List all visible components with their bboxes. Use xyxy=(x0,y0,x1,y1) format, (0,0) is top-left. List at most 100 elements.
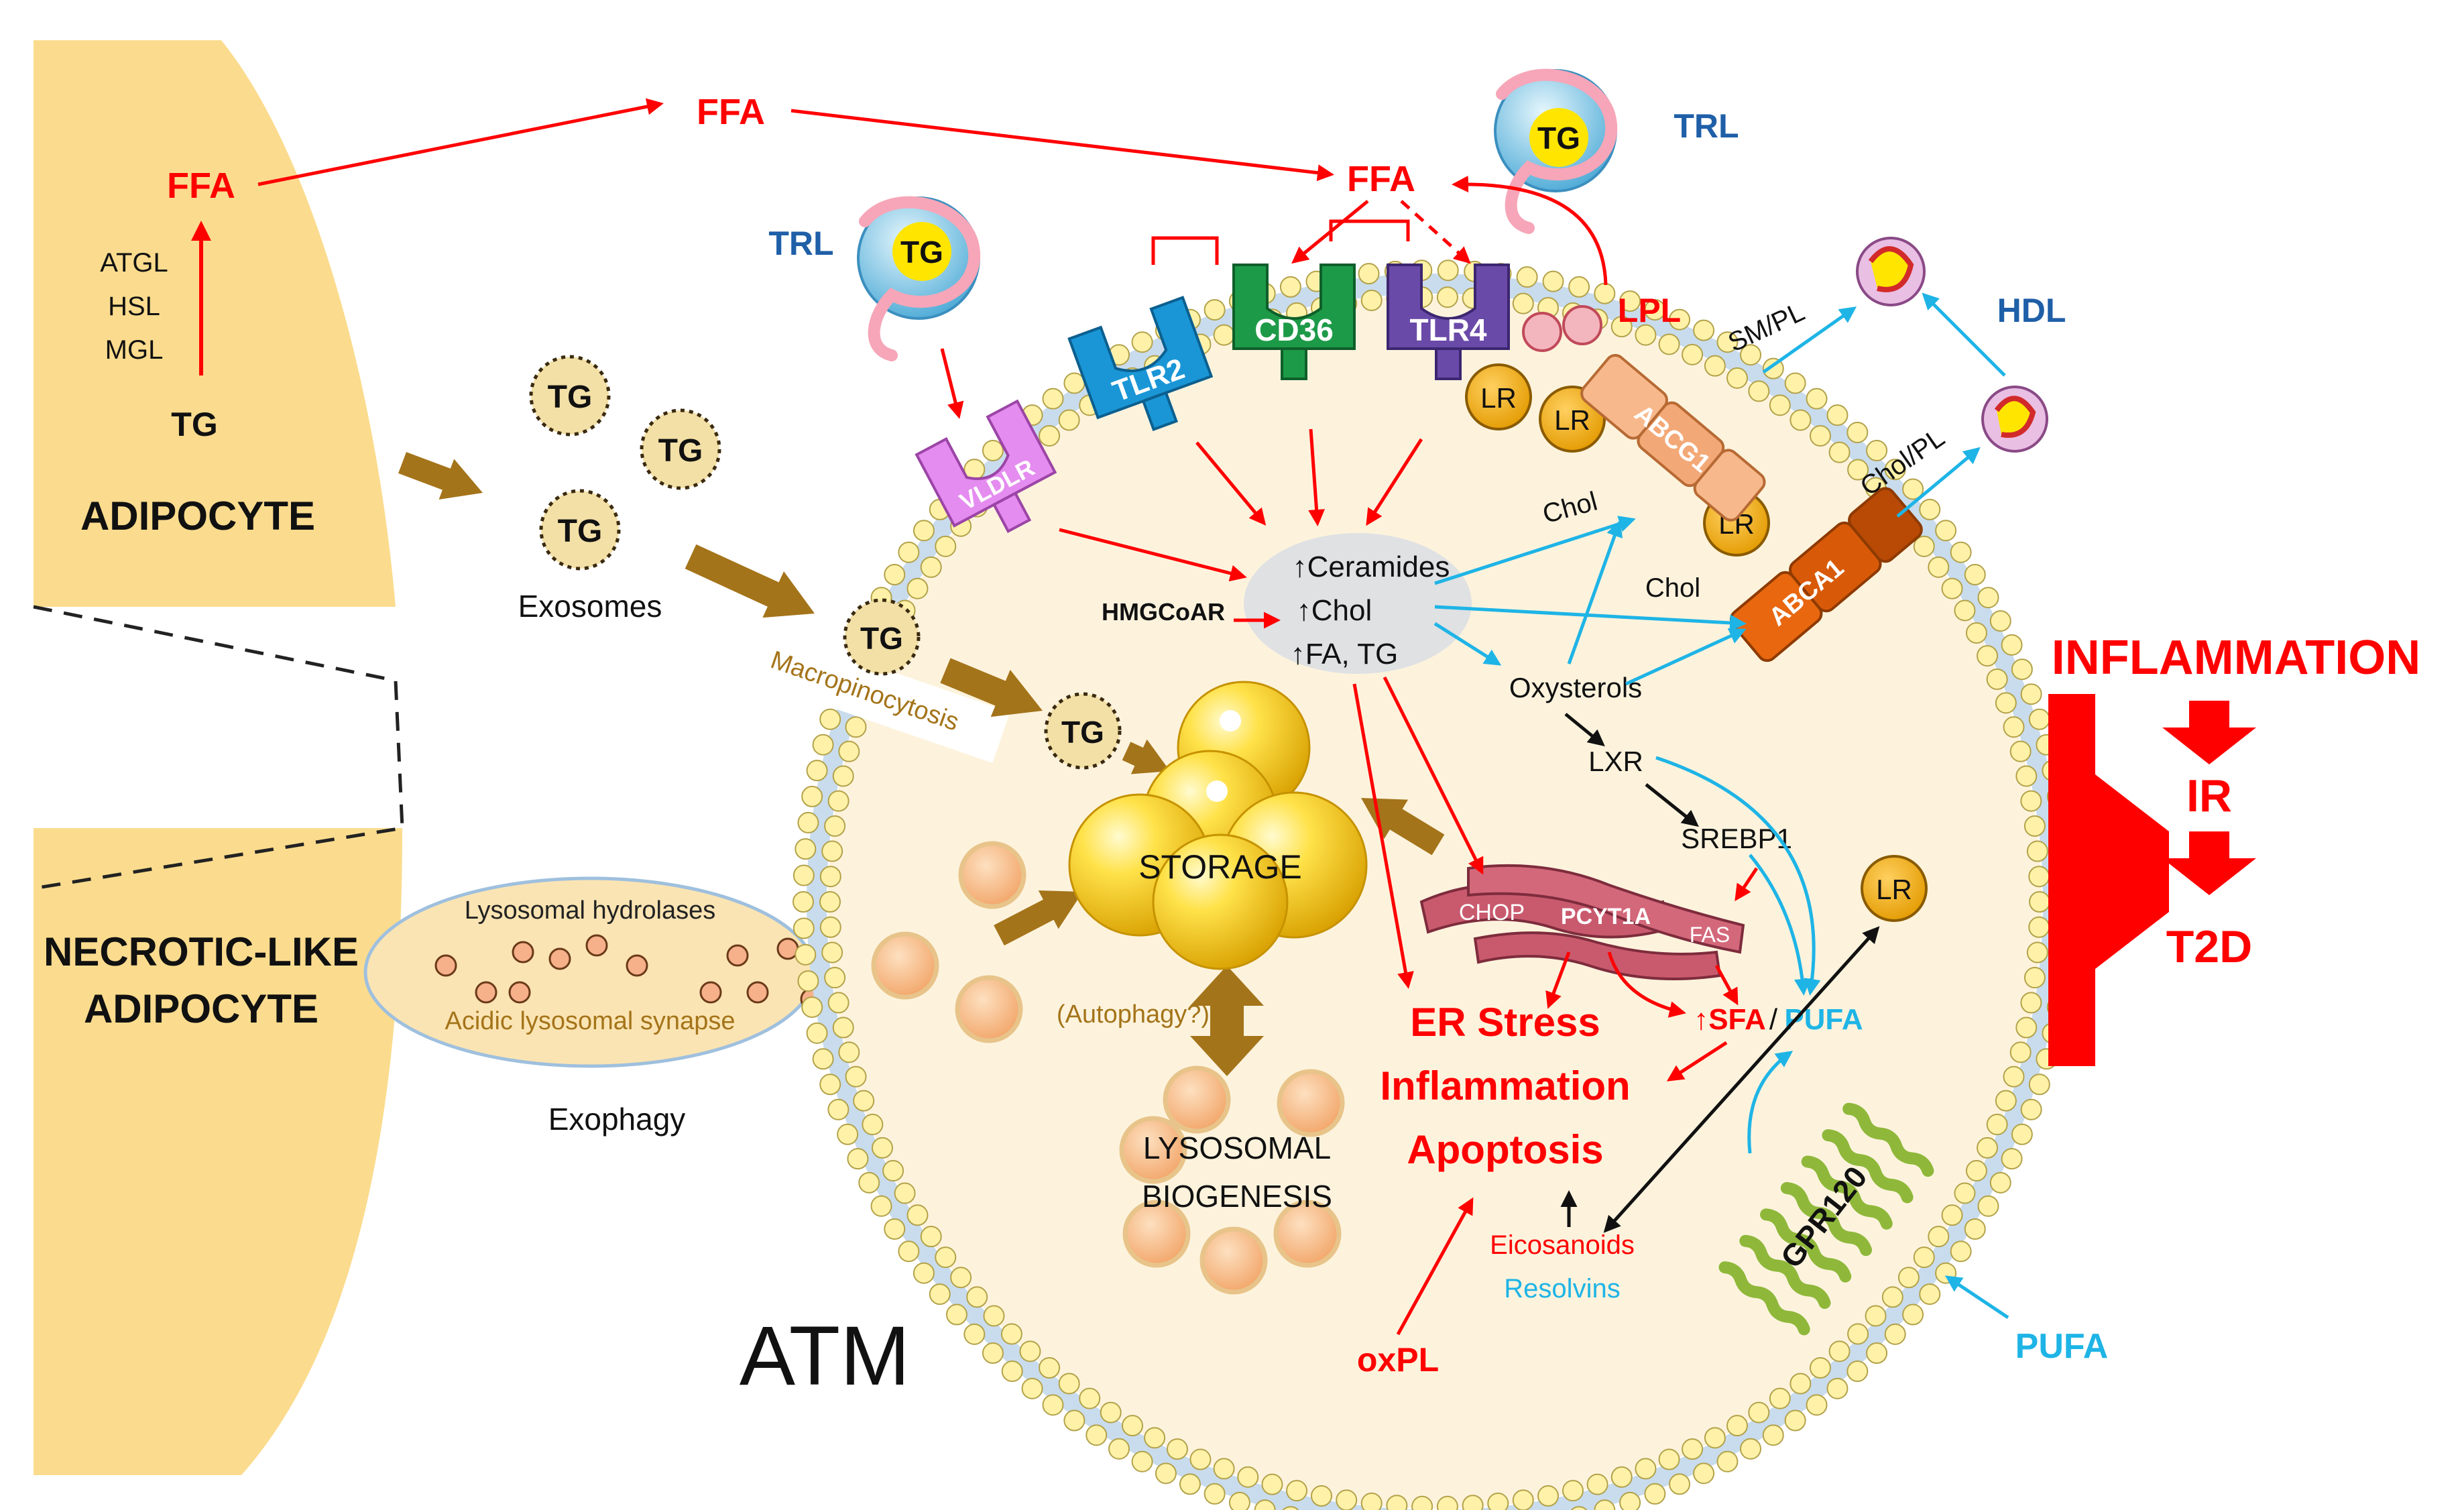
membrane-bead xyxy=(1204,1483,1226,1505)
membrane-bead xyxy=(1784,372,1806,394)
pufa-outside-label: PUFA xyxy=(2015,1327,2109,1366)
membrane-bead xyxy=(913,520,935,542)
trl-left-label: TRL xyxy=(768,225,833,262)
hydrolase-dot xyxy=(508,981,531,1004)
membrane-bead xyxy=(819,708,841,730)
membrane-bead xyxy=(1131,331,1153,353)
trl-right-label: TRL xyxy=(1674,107,1739,145)
membrane-bead xyxy=(963,1323,986,1345)
membrane-bead xyxy=(884,1218,906,1240)
receptor-tlr4: TLR4 xyxy=(1387,264,1510,380)
membrane-bead xyxy=(2001,1148,2023,1170)
eicosanoids-label: Eicosanoids xyxy=(1490,1230,1635,1260)
tg-vesicle-cytoplasm: TG xyxy=(1044,692,1122,770)
membrane-bead xyxy=(1610,316,1633,338)
membrane-bead xyxy=(1213,1458,1235,1480)
membrane-bead xyxy=(1042,388,1064,410)
black-arrows xyxy=(1560,713,1880,1233)
membrane-bead xyxy=(1806,1394,1828,1416)
membrane-bead xyxy=(793,864,815,886)
membrane-bead xyxy=(806,1022,828,1044)
membrane-bead xyxy=(1913,535,1935,557)
lxr-label: LXR xyxy=(1588,746,1643,777)
membrane-bead xyxy=(1989,1171,2011,1194)
membrane-bead xyxy=(2020,1098,2042,1120)
membrane-bead xyxy=(898,1240,920,1263)
exosome-1: TG xyxy=(529,355,611,437)
membrane-bead xyxy=(1977,1195,1999,1217)
membrane-bead xyxy=(2020,992,2042,1014)
membrane-bead xyxy=(1228,1491,1250,1510)
membrane-bead xyxy=(812,1048,834,1070)
membrane-bead xyxy=(2011,658,2033,681)
membrane-bead xyxy=(821,840,843,862)
tg-vesicle-membrane: TG xyxy=(843,598,921,676)
membrane-bead xyxy=(1189,1448,1212,1470)
outcome-t2d: T2D xyxy=(2166,921,2252,972)
autophagy-label: (Autophagy?) xyxy=(1057,1000,1210,1029)
membrane-bead xyxy=(801,785,823,807)
membrane-bead xyxy=(1562,1480,1584,1502)
membrane-bead xyxy=(1568,276,1590,298)
necrotic-adipocyte-body xyxy=(34,828,402,1475)
membrane-bead xyxy=(1941,577,1963,599)
dashed-cell-border xyxy=(33,605,404,890)
membrane-bead xyxy=(1866,439,1888,461)
membrane-bead xyxy=(1884,1323,1906,1345)
oxysterols-label: Oxysterols xyxy=(1509,672,1642,703)
membrane-bead xyxy=(1437,259,1459,282)
membrane-bead xyxy=(1179,1473,1201,1495)
membrane-bead xyxy=(832,765,854,787)
membrane-bead xyxy=(2023,815,2046,837)
cd36-tlr4-bracket xyxy=(1329,219,1410,241)
lysosomal-biogenesis-line2: BIOGENESIS xyxy=(1142,1179,1332,1214)
membrane-bead xyxy=(1941,1204,1963,1226)
membrane-bead xyxy=(1570,1506,1588,1510)
membrane-bead xyxy=(2020,683,2042,705)
membrane-bead xyxy=(1740,344,1761,366)
membrane-bead xyxy=(845,1065,867,1088)
brown-arrow xyxy=(1122,739,1170,774)
membrane-bead xyxy=(801,996,823,1019)
membrane-bead xyxy=(1740,1438,1761,1460)
adipocyte-ffa: FFA xyxy=(167,166,235,206)
lipid-raft-1: LR xyxy=(1465,363,1532,430)
membrane-bead xyxy=(1537,1485,1560,1507)
exophagy-label: Exophagy xyxy=(548,1102,686,1137)
membrane-bead xyxy=(1919,498,1941,520)
membrane-bead xyxy=(1704,355,1726,377)
membrane-bead xyxy=(1682,343,1704,365)
membrane-bead xyxy=(1828,441,1851,463)
membrane-bead xyxy=(1964,1218,1986,1240)
membrane-bead xyxy=(1516,266,1538,288)
lipid-raft-2-label: LR xyxy=(1554,404,1590,436)
membrane-bead xyxy=(1594,1499,1616,1510)
outcome-inflammation: INFLAMMATION xyxy=(2052,631,2421,685)
exosome-1-tg: TG xyxy=(548,380,593,415)
membrane-bead xyxy=(898,541,920,563)
membrane-bead xyxy=(795,943,817,966)
membrane-bead xyxy=(1846,1360,1869,1383)
membrane-bead xyxy=(2003,1065,2025,1088)
membrane-bead xyxy=(1881,1286,1903,1308)
membrane-bead xyxy=(1682,1438,1704,1460)
membrane-bead xyxy=(1995,692,2017,714)
trl-particle-right: TG xyxy=(1494,68,1618,234)
membrane-bead xyxy=(982,439,1004,461)
membrane-bead xyxy=(824,967,846,989)
membrane-bead xyxy=(1748,1401,1770,1424)
membrane-bead xyxy=(1913,1246,1935,1269)
adipocyte-tg: TG xyxy=(171,406,217,443)
lipid-metabolites: ↑Ceramides ↑Chol ↑FA, TG xyxy=(1244,533,1472,674)
membrane-bead xyxy=(1884,459,1906,481)
inflammation-cell-label: Inflammation xyxy=(1380,1063,1630,1108)
membrane-bead xyxy=(1769,1387,1791,1409)
membrane-bead xyxy=(1748,380,1770,402)
chol-label-2: Chol xyxy=(1645,573,1700,603)
membrane-bead xyxy=(1965,622,1987,644)
membrane-bead xyxy=(1586,1473,1608,1495)
membrane-bead xyxy=(983,1305,1005,1327)
membrane-bead xyxy=(1762,1424,1784,1446)
membrane-bead xyxy=(1436,1495,1458,1510)
